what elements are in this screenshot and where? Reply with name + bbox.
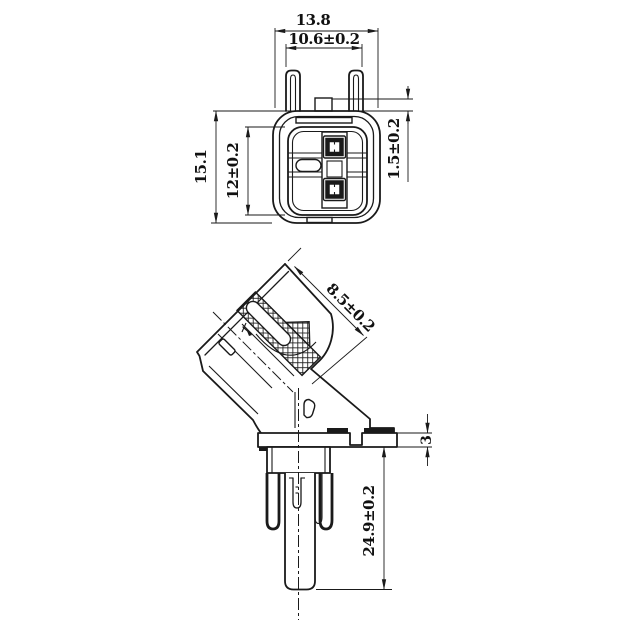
housing-lower-inner-wall: [208, 365, 259, 415]
d-shaped-hole: [303, 398, 316, 419]
dim-flange-thickness: 3: [397, 414, 435, 466]
latch-prong-left: [285, 69, 301, 112]
dim-tab-offset: 1.5±0.2: [332, 86, 413, 182]
edge-clip-rib: [218, 338, 236, 356]
dim-label-tab-offset: 1.5±0.2: [385, 118, 403, 179]
dim-cavity-height: 12±0.2: [224, 126, 285, 216]
small-annotation-mark: [241, 322, 252, 336]
mounting-flange: [257, 432, 398, 448]
keyway-slot: [295, 158, 322, 173]
center-key-tab: [314, 97, 333, 112]
dim-label-flange-thickness: 3: [419, 435, 435, 445]
sensor-tube: [284, 473, 316, 591]
top-polarizing-bar: [295, 116, 353, 124]
connector-front-view: 13.8 10.6±0.2 15.1 12±0.2 1.5±0.2: [192, 11, 413, 224]
dim-label-cavity-height: 12±0.2: [224, 143, 242, 200]
retention-fin-left: [265, 473, 281, 531]
dim-overall-height: 15.1: [192, 110, 413, 224]
housing-left-outline: [196, 263, 286, 434]
dim-label-overall-width: 13.8: [296, 11, 331, 29]
dim-label-tab-span-width: 10.6±0.2: [288, 30, 359, 48]
dim-body-length: 24.9±0.2: [316, 446, 392, 591]
terminal-slot: [245, 300, 292, 347]
latch-prong-right: [348, 69, 364, 112]
gasket-strip-right: [364, 428, 394, 433]
latch-prong-right-inner: [352, 74, 360, 111]
dim-label-overall-height: 15.1: [192, 150, 210, 185]
terminal-carrier-mid-block: [326, 160, 343, 178]
latch-prong-left-inner: [289, 74, 297, 111]
mating-axis-centerline: [212, 311, 294, 393]
cavity-curve: [255, 333, 317, 356]
sensor-side-view: 8.5±0.2 3 24.9±0.2: [196, 247, 435, 620]
terminal-2: [322, 177, 347, 202]
dim-label-body-length: 24.9±0.2: [360, 485, 378, 556]
dim-tab-span-width: 10.6±0.2: [285, 30, 363, 67]
cavity-opening: [287, 126, 368, 216]
bottom-polarizing-bar: [306, 216, 333, 224]
gasket-strip-left: [327, 428, 348, 433]
dim-overall-width: 13.8: [274, 11, 379, 108]
dim-label-connector-depth: 8.5±0.2: [323, 279, 379, 335]
cable-channel-line-2: [241, 323, 295, 377]
retention-fin-right-inner: [314, 473, 323, 525]
terminal-1: [322, 135, 347, 159]
seal-mark-left: [259, 447, 267, 451]
